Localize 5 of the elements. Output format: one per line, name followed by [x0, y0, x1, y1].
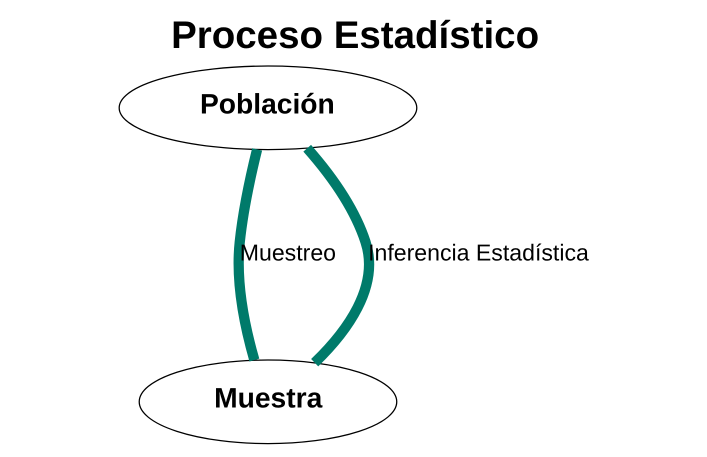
diagram-title: Proceso Estadístico	[170, 14, 539, 58]
node-ellipse: Población	[118, 65, 417, 150]
connector	[302, 144, 374, 366]
connector	[233, 148, 262, 362]
node-ellipse: Muestra	[138, 359, 397, 444]
